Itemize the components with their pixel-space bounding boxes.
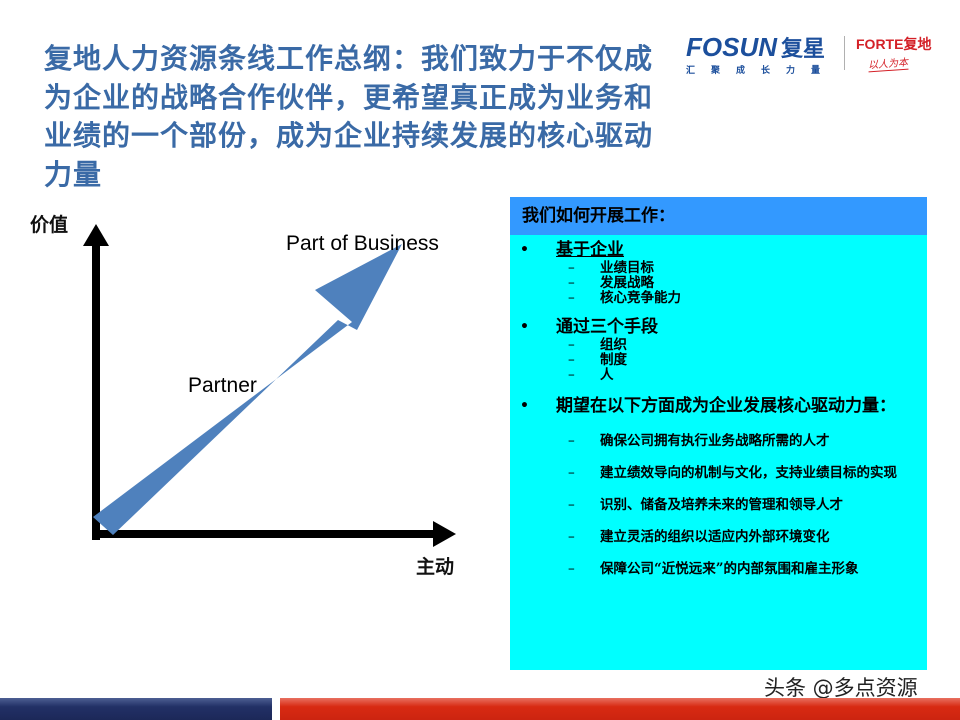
list-item: 制度 <box>600 352 627 368</box>
bullet-icon: • <box>520 319 529 335</box>
dash-icon: – <box>568 337 575 353</box>
list-item: 业绩目标 <box>600 260 654 276</box>
dash-icon: – <box>568 465 575 481</box>
x-axis-label: 主动 <box>416 556 455 578</box>
part-of-business-label: Part of Business <box>286 232 439 255</box>
list-item: 组织 <box>600 337 627 353</box>
section-based-on-enterprise: • 基于企业 – 业绩目标 – 发展战略 – 核心竞争能力 <box>510 239 927 306</box>
fosun-slogan: 汇聚成长力量 <box>686 66 837 76</box>
forte-brand: FORTE复地 <box>856 36 932 52</box>
partner-label: Partner <box>188 374 257 397</box>
fosun-brand: FOSUN <box>686 32 777 62</box>
bullet-icon: • <box>520 398 529 414</box>
list-item: 保障公司“近悦远来”的内部氛围和雇主形象 <box>600 561 859 577</box>
list-item: 建立绩效导向的机制与文化，支持业绩目标的实现 <box>600 465 897 481</box>
growth-arrow-icon <box>93 244 402 535</box>
dash-icon: – <box>568 497 575 513</box>
logo-divider <box>844 36 845 70</box>
section-title: 通过三个手段 <box>556 317 658 337</box>
footer-bar-blue <box>0 698 272 720</box>
dash-icon: – <box>568 275 575 291</box>
slide-title: 复地人力资源条线工作总纲：我们致力于不仅成为企业的战略合作伙伴，更希望真正成为业… <box>44 42 654 191</box>
forte-script: 以人为本 <box>867 53 909 73</box>
section-expectations: • 期望在以下方面成为企业发展核心驱动力量： – 确保公司拥有执行业务战略所需的人才… <box>510 393 927 583</box>
dash-icon: – <box>568 260 575 276</box>
list-item: 识别、储备及培养未来的管理和领导人才 <box>600 497 843 513</box>
section-title: 期望在以下方面成为企业发展核心驱动力量： <box>556 396 896 416</box>
panel-header: 我们如何开展工作： <box>510 197 927 235</box>
forte-logo: FORTE复地 以人为本 <box>856 36 932 73</box>
dash-icon: – <box>568 367 575 383</box>
dash-icon: – <box>568 529 575 545</box>
x-axis-icon <box>92 521 456 547</box>
section-title: 基于企业 <box>556 240 624 260</box>
list-item: 核心竞争能力 <box>600 290 681 306</box>
value-initiative-diagram <box>83 224 456 547</box>
how-we-work-panel: 我们如何开展工作： • 基于企业 – 业绩目标 – 发展战略 – 核心竞争能力 • 通过三… <box>510 197 927 670</box>
footer-bar-red <box>280 698 960 720</box>
list-item: 人 <box>600 367 614 383</box>
list-item: 确保公司拥有执行业务战略所需的人才 <box>600 433 830 449</box>
dash-icon: – <box>568 561 575 577</box>
bullet-icon: • <box>520 242 529 258</box>
dash-icon: – <box>568 290 575 306</box>
fosun-brand-cn: 复星 <box>781 36 826 61</box>
section-three-means: • 通过三个手段 – 组织 – 制度 – 人 <box>510 316 927 383</box>
dash-icon: – <box>568 433 575 449</box>
list-item: 建立灵活的组织以适应内外部环境变化 <box>600 529 830 545</box>
watermark: 头条 @多点资源 <box>764 676 918 700</box>
dash-icon: – <box>568 352 575 368</box>
list-item: 发展战略 <box>600 275 654 291</box>
y-axis-label: 价值 <box>30 214 69 236</box>
y-axis-icon <box>83 224 109 540</box>
